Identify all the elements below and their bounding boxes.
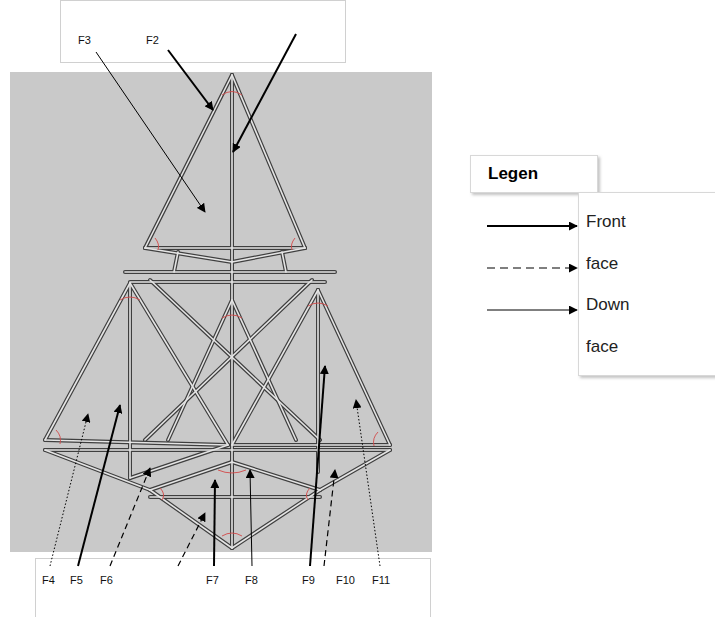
callout-label: F5 xyxy=(70,574,83,587)
image-ground xyxy=(10,72,432,552)
callout-label: F8 xyxy=(245,574,258,587)
leader-dotted xyxy=(50,414,88,566)
illustration-part xyxy=(222,533,242,536)
legend-title: Legen xyxy=(488,164,538,184)
illustration-part xyxy=(374,432,379,446)
legend-text: Down face xyxy=(586,284,646,368)
label-panel xyxy=(36,559,431,617)
illustration-part xyxy=(308,303,328,306)
strut-frame xyxy=(45,75,390,548)
illustration-part xyxy=(120,297,140,300)
strut-core xyxy=(45,75,390,548)
label-panel xyxy=(61,1,346,63)
illustration-part xyxy=(291,238,295,250)
legend-title-box xyxy=(471,156,598,193)
illustration-part xyxy=(222,315,242,318)
callout-label: F6 xyxy=(100,574,113,587)
leader-dotted xyxy=(356,400,380,566)
joint-marks xyxy=(56,92,378,537)
callout-label: F11 xyxy=(372,574,390,587)
illustration-part xyxy=(155,238,159,250)
illustration-part xyxy=(218,470,246,473)
legend-samples xyxy=(487,226,577,310)
leader-dashed xyxy=(178,513,205,566)
legend-box xyxy=(579,193,715,376)
leader-dashed xyxy=(110,468,150,566)
illustration-part xyxy=(56,430,61,444)
callout-label: F10 xyxy=(336,574,355,587)
strut-outline xyxy=(45,75,390,548)
callout-label: F3 xyxy=(78,34,91,47)
legend-text: Front face xyxy=(586,201,646,285)
legend-sample-down xyxy=(487,310,577,311)
leader-dashed xyxy=(324,470,335,566)
leader-front xyxy=(78,405,120,566)
leader-front xyxy=(168,50,213,110)
leader-arrows xyxy=(50,34,380,566)
callout-label: F4 xyxy=(42,574,55,587)
callout-label: F7 xyxy=(206,574,219,587)
illustration-part xyxy=(306,488,310,500)
callout-label: F9 xyxy=(302,574,315,587)
illustration-part xyxy=(222,92,242,96)
leader-front xyxy=(214,480,215,566)
legend-sample-front xyxy=(487,225,577,227)
callout-label: F2 xyxy=(146,34,159,47)
leader-down xyxy=(250,470,252,566)
leader-front xyxy=(310,366,325,566)
legend-sample-dashed xyxy=(487,267,577,268)
illustration-part xyxy=(160,488,164,500)
leader-front xyxy=(233,34,296,152)
